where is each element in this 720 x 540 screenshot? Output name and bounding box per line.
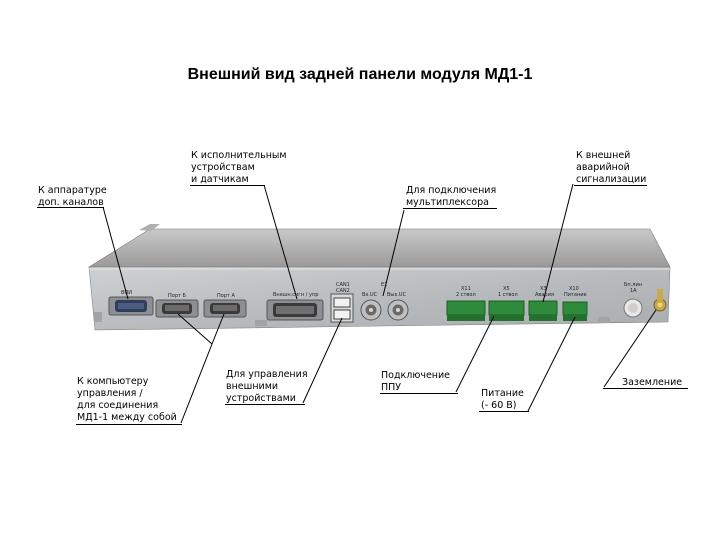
connector-bnc-out	[387, 299, 409, 321]
panel-label-x10: X10	[569, 286, 579, 292]
leader-computer-split-b	[211, 313, 225, 345]
leader-alarm	[542, 183, 574, 303]
label-power-line1: Питание	[481, 388, 524, 399]
panel-label-x3: X3	[540, 286, 547, 292]
mount-tab	[255, 320, 267, 326]
panel-label-x11-sub: 2 ствол	[456, 292, 476, 298]
panel-label-can1: CAN1	[336, 282, 350, 288]
label-computer-line3: для соединения	[77, 400, 159, 411]
panel-label-out-uc: Вых.UC	[387, 292, 407, 298]
label-external-line2: внешними	[226, 381, 279, 392]
label-multiplexer: Для подключения мультиплексора	[406, 185, 496, 209]
terminal-x11	[446, 300, 486, 321]
panel-label-in-uc: Вх.UC	[362, 292, 378, 298]
label-external-control: Для управления внешними устройствами	[226, 369, 308, 405]
label-computer-line4: МД1-1 между собой	[77, 412, 177, 423]
label-ppu: Подключение ППУ	[381, 370, 450, 394]
label-alarm-line3: сигнализации	[576, 174, 647, 185]
label-external-line1: Для управления	[226, 369, 308, 380]
leader-ppu	[455, 315, 495, 393]
connector-vpi	[108, 296, 154, 316]
label-actuators-line1: К исполнительным	[191, 150, 287, 161]
label-actuators-line2: устройствам	[191, 162, 255, 173]
underline-alarm	[574, 185, 647, 186]
connector-bnc-in	[360, 299, 382, 321]
label-power: Питание (- 60 В)	[481, 388, 524, 412]
panel-label-x5: X5	[503, 286, 510, 292]
label-ppu-line1: Подключение	[381, 370, 451, 381]
connector-port-b	[155, 299, 199, 318]
mount-tab	[94, 312, 102, 322]
terminal-x10	[562, 301, 588, 321]
label-ground: Заземление	[622, 377, 682, 389]
mount-tab	[598, 317, 610, 323]
underline-actuators	[190, 185, 265, 186]
chassis-flange	[139, 224, 160, 231]
terminal-x3	[528, 300, 558, 321]
label-ppu-line2: ППУ	[381, 382, 402, 393]
label-external-line3: устройствами	[226, 393, 296, 404]
fuse-holder	[623, 298, 643, 318]
leader-actuators	[263, 184, 298, 300]
label-actuators-line3: и датчикам	[191, 174, 249, 185]
panel-label-fuse: Бп.лин	[624, 282, 642, 288]
underline-ground	[603, 388, 688, 389]
label-aux-line1: К аппаратуре	[38, 185, 107, 196]
underline-power	[479, 411, 529, 412]
leader-mux	[382, 209, 405, 297]
label-aux-line2: доп. каналов	[38, 197, 104, 208]
label-actuators: К исполнительным устройствам и датчикам	[191, 150, 287, 186]
label-computer-line1: К компьютеру	[77, 376, 149, 387]
panel-label-fuse-sub: 1А	[630, 288, 637, 294]
chassis-top	[87, 228, 671, 268]
label-power-line2: (- 60 В)	[481, 400, 517, 411]
ground-terminal	[653, 289, 667, 312]
underline-computer	[76, 424, 182, 425]
leader-computer-b	[180, 343, 213, 424]
label-ground-line1: Заземление	[622, 377, 683, 388]
panel-label-x5-sub: 1 ствол	[498, 292, 518, 298]
leader-computer-split-a	[177, 313, 213, 345]
connector-can	[330, 293, 354, 323]
panel-label-port-b: Порт Б	[168, 293, 186, 299]
underline-mux	[403, 208, 497, 209]
panel-label-e1: Е1	[381, 282, 387, 288]
panel-label-x10-sub: Питание	[564, 292, 587, 298]
panel-label-port-a: Порт А	[217, 293, 235, 299]
label-alarm-line1: К внешней	[576, 150, 631, 161]
underline-ppu	[380, 393, 458, 394]
leader-ground	[603, 309, 657, 388]
page-title: Внешний вид задней панели модуля МД1-1	[187, 66, 533, 83]
label-mux-line1: Для подключения	[406, 185, 497, 196]
connector-port-a	[203, 299, 247, 318]
leader-power	[527, 316, 576, 412]
label-computer-line2: управления /	[77, 388, 143, 399]
underline-external	[225, 404, 305, 405]
panel-label-can2: CAN2	[336, 288, 350, 294]
leader-external	[302, 317, 343, 404]
label-alarm-line2: аварийной	[576, 162, 630, 173]
label-computer: К компьютеру управления / для соединения…	[77, 376, 177, 424]
underline-aux	[37, 207, 104, 208]
panel-label-x11: X11	[461, 286, 471, 292]
leader-aux	[102, 206, 129, 300]
label-mux-line2: мультиплексора	[406, 197, 489, 208]
connector-ext-signals	[266, 299, 324, 321]
label-aux-channels: К аппаратуре доп. каналов	[38, 185, 107, 209]
label-alarm: К внешней аварийной сигнализации	[576, 150, 646, 186]
terminal-x5	[488, 300, 525, 321]
